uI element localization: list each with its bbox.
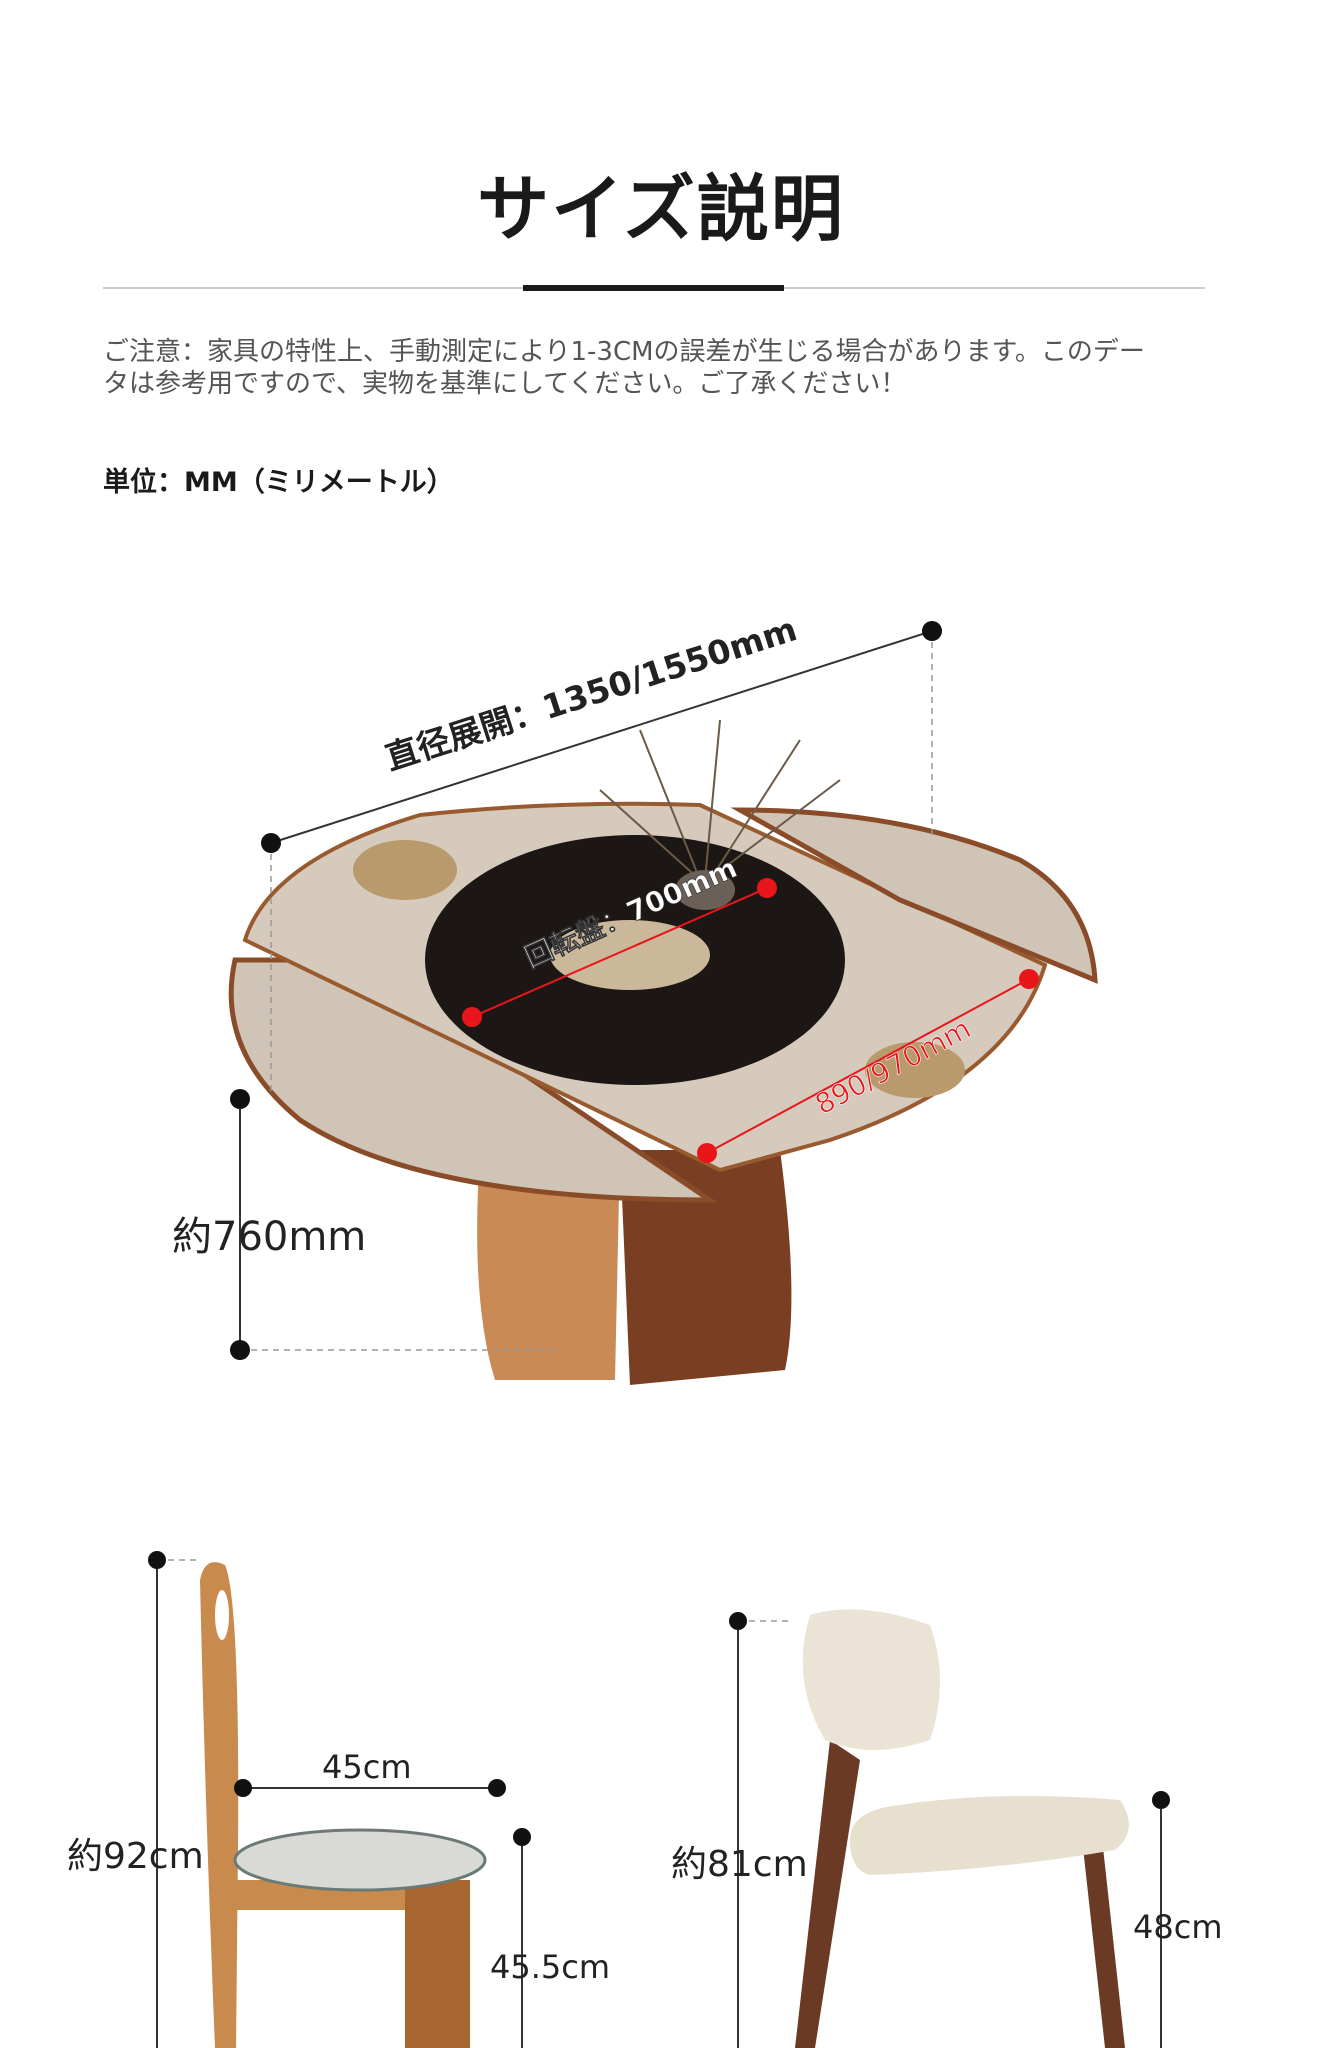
diameter-line — [270, 630, 933, 844]
table-base-right — [620, 1150, 792, 1385]
dimension-dot-red — [1019, 969, 1039, 989]
dimension-dot-red — [462, 1007, 482, 1027]
dimension-dot — [148, 1551, 166, 1569]
chair2-seat — [850, 1796, 1129, 1875]
table-illustration: 直径展開：1350/1550mm 回転盤：700mm 890/970mm 約76… — [172, 609, 1098, 1385]
chair1-leg — [405, 1880, 470, 2048]
dimension-dot — [922, 621, 942, 641]
plate — [353, 840, 457, 900]
chair2-backrest — [802, 1609, 940, 1750]
chair1-height-label: 約92cm — [67, 1836, 204, 1877]
chair1-backrest — [200, 1562, 239, 2048]
dimension-dot — [261, 833, 281, 853]
vase-branches — [599, 719, 841, 881]
width-line — [706, 978, 1030, 1154]
chair2-leg — [1080, 1820, 1125, 2048]
chair1-seat — [233, 1828, 487, 1892]
chair1-backrest-hole — [215, 1590, 229, 1640]
dimension-dot — [513, 1828, 531, 1846]
dimension-dot — [230, 1089, 250, 1109]
chair-2-illustration: 約81cm 48cm — [671, 1609, 1222, 2048]
dimension-dot — [234, 1779, 252, 1797]
page-title: サイズ説明 — [477, 167, 845, 251]
table-base-left — [477, 1150, 620, 1380]
chair1-width-label: 45cm — [322, 1748, 411, 1786]
dimension-dot-red — [757, 878, 777, 898]
chair-1-illustration: 約92cm 45cm 45.5cm — [67, 1551, 610, 2048]
chair2-height-label: 約81cm — [671, 1844, 808, 1885]
table-leaf-right — [730, 807, 1098, 984]
dimension-dot — [488, 1779, 506, 1797]
turntable-line — [471, 887, 768, 1018]
notice-text: ご注意：家具の特性上、手動測定により1-3CMの誤差が生じる場合があります。この… — [103, 337, 1145, 399]
vase — [675, 870, 735, 910]
chair1-seat-height-label: 45.5cm — [490, 1948, 610, 1986]
dimension-dot — [729, 1612, 747, 1630]
plate — [865, 1042, 965, 1098]
chair2-seat-height-label: 48cm — [1133, 1908, 1222, 1946]
chair2-leg — [795, 1740, 860, 2048]
divider-accent — [523, 285, 784, 291]
dimension-dot-red — [697, 1143, 717, 1163]
table-leaf-left — [228, 957, 719, 1203]
turntable-dish — [550, 920, 710, 990]
dimension-dot — [230, 1340, 250, 1360]
height-label: 約760mm — [172, 1214, 366, 1260]
dimension-dot — [1152, 1791, 1170, 1809]
unit-label: 単位：MM（ミリメートル） — [103, 467, 454, 498]
